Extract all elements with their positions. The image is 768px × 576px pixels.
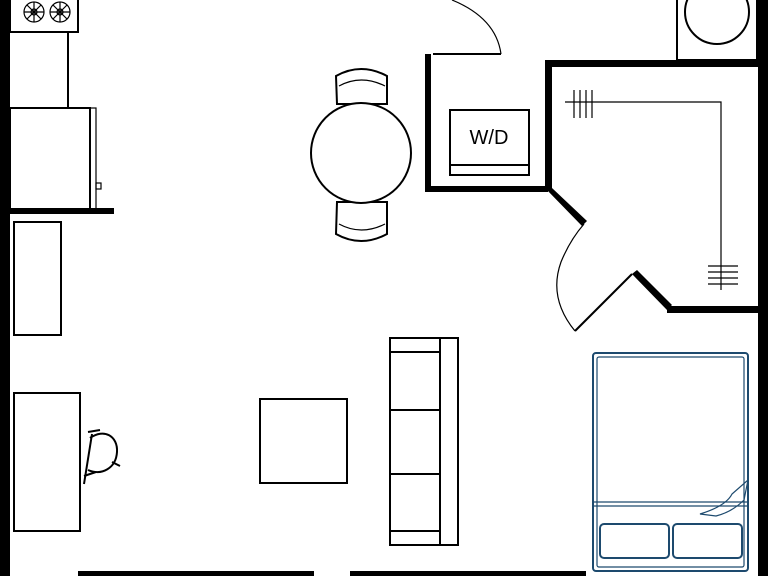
toilet (676, 0, 758, 61)
bathroom (545, 0, 760, 332)
desk-chair (83, 429, 121, 485)
bathroom-wall-diagonal-lower (632, 270, 672, 310)
bathroom-wall-bottom (667, 306, 760, 313)
bathroom-wall-diagonal (545, 188, 587, 226)
stove-burner-right (49, 1, 71, 23)
kitchen (9, 0, 114, 214)
bed-frame (592, 352, 749, 572)
bed (592, 352, 749, 572)
laundry-closet: W/D (425, 54, 548, 192)
towel-bar-top (573, 90, 593, 118)
pillow-left (599, 523, 670, 559)
bottom-wall-segment-left (78, 571, 314, 576)
shower-rod (565, 101, 722, 290)
stove-burner-left (23, 1, 45, 23)
refrigerator-handle (95, 182, 102, 190)
stove (9, 0, 79, 33)
bathroom-door (574, 273, 633, 332)
bottom-wall-segment-right (350, 571, 586, 576)
towel-bar-side (708, 265, 738, 285)
bathroom-wall-top (545, 60, 760, 67)
bathroom-wall-left (545, 60, 552, 190)
toilet-bowl (684, 0, 750, 45)
laundry-wall-bottom (425, 186, 548, 192)
right-exterior-wall (758, 0, 768, 576)
laundry-wall-left (425, 54, 431, 192)
dining-set (310, 68, 412, 242)
pillow-right (672, 523, 743, 559)
dining-chair-top (334, 68, 388, 105)
bathroom-door-swing (556, 223, 585, 332)
entry-door (433, 0, 502, 55)
coffee-table (259, 398, 348, 484)
dining-table (310, 102, 412, 204)
desk (13, 392, 81, 532)
cabinet (13, 221, 62, 336)
left-exterior-wall (0, 0, 10, 576)
dining-chair-bottom (334, 201, 388, 242)
kitchen-partition-wall (10, 208, 114, 214)
refrigerator (9, 107, 91, 211)
bed-blanket-fold (699, 478, 749, 517)
sofa (389, 337, 459, 546)
washer-dryer-label: W/D (470, 127, 509, 149)
